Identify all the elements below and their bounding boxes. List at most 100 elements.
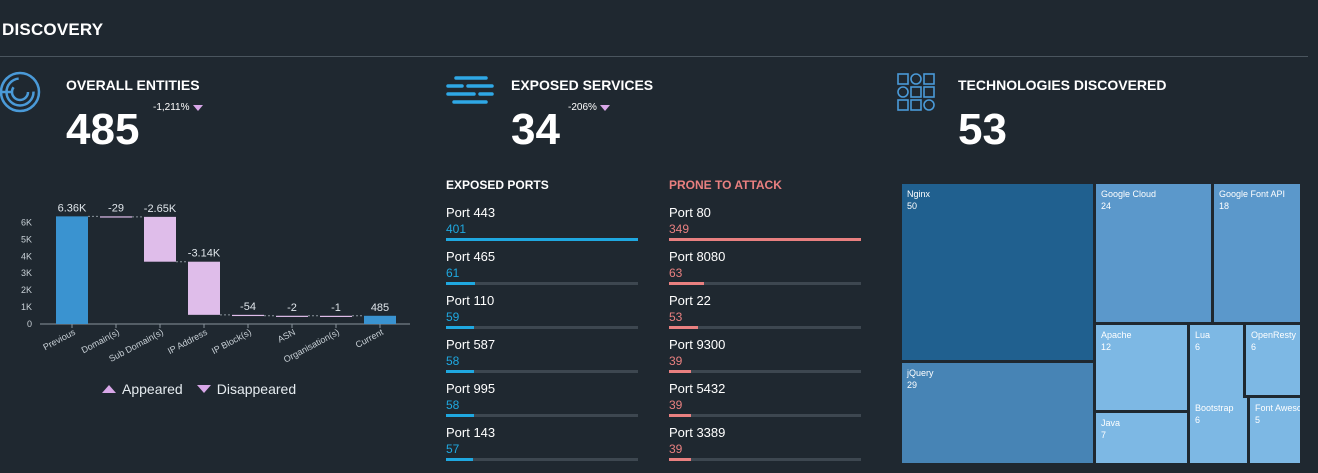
treemap-cell-value: 50	[907, 201, 918, 211]
y-tick-label: 1K	[21, 302, 32, 312]
port-bar-fill	[669, 238, 861, 241]
prone-to-attack-header: PRONE TO ATTACK	[669, 178, 782, 192]
x-category-label: Previous	[41, 327, 77, 353]
treemap-cell[interactable]: Java 7	[1096, 413, 1187, 463]
overall-entities-value: 485	[66, 105, 140, 154]
waterfall-bar	[276, 315, 308, 317]
chart-legend: Appeared Disappeared	[102, 381, 296, 397]
port-bar-fill	[446, 414, 474, 417]
y-tick-label: 6K	[21, 217, 32, 227]
treemap-cell-value: 6	[1251, 342, 1257, 352]
treemap-cell-name: OpenResty	[1251, 330, 1297, 340]
y-tick-label: 5K	[21, 234, 32, 244]
port-bar-track	[669, 238, 861, 241]
y-tick-label: 4K	[21, 251, 32, 261]
treemap-cell[interactable]: Font Awesome5	[1250, 398, 1300, 463]
port-name: Port 587	[446, 337, 496, 352]
waterfall-value-label: 6.36K	[58, 202, 87, 214]
treemap-cell[interactable]: Nginx 50	[902, 184, 1093, 360]
treemap-cell-name: Font Awesome	[1255, 403, 1300, 413]
waterfall-bar	[232, 314, 264, 317]
treemap-cell-value: 7	[1101, 430, 1107, 440]
overall-delta-text: -1,211%	[153, 102, 190, 113]
treemap-cell-name: Google Font API	[1219, 189, 1286, 199]
waterfall-value-label: -54	[240, 301, 256, 313]
port-bar-fill	[446, 326, 475, 329]
port-row[interactable]: Port 9300 39	[669, 337, 861, 373]
appeared-marker-icon[interactable]	[102, 385, 116, 393]
waterfall-value-label: -29	[108, 202, 124, 214]
legend-appeared[interactable]: Appeared	[122, 381, 183, 397]
port-count: 39	[669, 354, 683, 368]
treemap-cell-value: 12	[1101, 342, 1112, 352]
waterfall-value-label: -2.65K	[144, 203, 177, 215]
port-name: Port 465	[446, 249, 496, 264]
port-bar-fill	[669, 414, 691, 417]
port-row[interactable]: Port 995 58	[446, 381, 638, 417]
stacked-lines-icon	[446, 74, 494, 110]
legend-disappeared[interactable]: Disappeared	[216, 381, 297, 397]
x-category-label: ASN	[276, 327, 297, 345]
y-tick-label: 0	[27, 319, 32, 329]
treemap-cell-name: Lua	[1195, 330, 1211, 340]
port-bar-fill	[669, 458, 691, 461]
port-bar-track	[446, 238, 638, 241]
port-bar-track	[446, 458, 638, 461]
section-title: DISCOVERY	[2, 20, 104, 39]
port-count: 349	[669, 222, 690, 236]
decrease-arrow-icon	[599, 104, 610, 111]
decrease-arrow-icon	[192, 104, 203, 111]
treemap-cell-value: 6	[1195, 342, 1201, 352]
port-name: Port 9300	[669, 337, 726, 352]
waterfall-bar	[56, 216, 88, 324]
port-bar-track	[669, 326, 861, 329]
port-count: 61	[446, 266, 460, 280]
services-delta-text: -206%	[568, 102, 597, 113]
port-name: Port 995	[446, 381, 496, 396]
port-name: Port 110	[446, 293, 495, 308]
port-row[interactable]: Port 465 61	[446, 249, 638, 285]
exposed-ports-header: EXPOSED PORTS	[446, 178, 549, 192]
port-count: 58	[446, 398, 460, 412]
treemap-cell[interactable]: OpenResty 6	[1246, 325, 1300, 395]
port-name: Port 3389	[669, 425, 726, 440]
port-bar-track	[669, 414, 861, 417]
waterfall-value-label: -1	[331, 302, 341, 314]
treemap-cell[interactable]: jQuery 29	[902, 363, 1093, 463]
waterfall-value-label: 485	[371, 302, 389, 314]
overall-entities-title: OVERALL ENTITIES	[66, 77, 200, 93]
waterfall-bar	[100, 216, 132, 218]
x-category-label: IP Address	[166, 327, 209, 356]
port-name: Port 22	[669, 293, 711, 308]
treemap-cell[interactable]: Lua 6	[1190, 325, 1243, 410]
treemap-cell-name: Java	[1101, 418, 1121, 428]
treemap-cell-value: 24	[1101, 201, 1112, 211]
port-bar-fill	[669, 370, 691, 373]
port-count: 58	[446, 354, 460, 368]
x-category-label: Current	[354, 327, 386, 350]
disappeared-marker-icon[interactable]	[196, 385, 211, 393]
treemap-cell-name: jQuery	[907, 368, 934, 378]
port-row[interactable]: Port 587 58	[446, 337, 638, 373]
port-bar-track	[669, 282, 861, 285]
treemap-cell-value: 29	[907, 380, 918, 390]
treemap-cell-name: Nginx	[907, 189, 931, 199]
port-name: Port 143	[446, 425, 496, 440]
port-bar-track	[446, 414, 638, 417]
port-bar-track	[446, 326, 638, 329]
treemap-cell-name: Bootstrap	[1195, 403, 1234, 413]
port-count: 63	[669, 266, 683, 280]
x-category-label: IP Block(s)	[210, 327, 253, 356]
